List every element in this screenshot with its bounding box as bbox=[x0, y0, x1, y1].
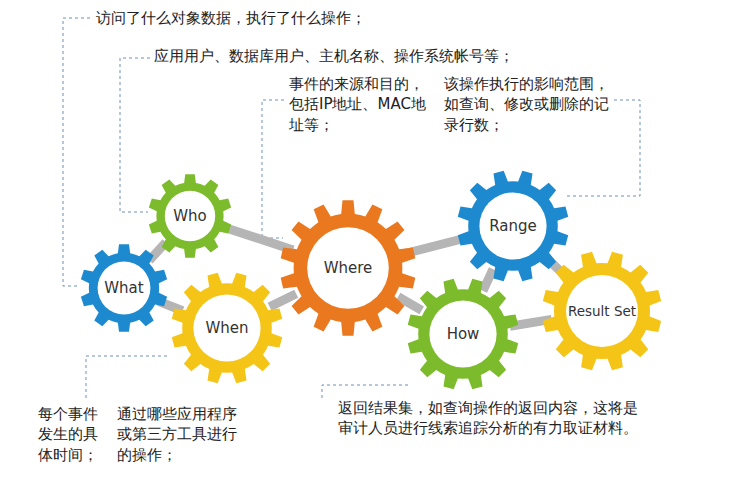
gear-node: Who bbox=[148, 174, 232, 258]
gear-label: Who bbox=[173, 207, 207, 225]
gear-link-bar bbox=[483, 269, 493, 291]
callout-text: 返回结果集，如查询操作的返回内容，这将是审计人员进行线索追踪分析的有力取证材料。 bbox=[338, 398, 640, 439]
leader-line bbox=[322, 385, 408, 398]
gear-link-bar bbox=[270, 294, 297, 307]
callout-text: 每个事件发生的具体时间； bbox=[38, 404, 104, 465]
callout-text: 应用用户、数据库用户、主机名称、操作系统帐号等； bbox=[154, 46, 594, 66]
leader-line bbox=[262, 100, 284, 238]
gear-label: How bbox=[447, 325, 480, 343]
gear-label: Range bbox=[489, 217, 537, 235]
gear-label: What bbox=[104, 279, 143, 297]
gear-node: Where bbox=[280, 200, 416, 336]
gear-label: When bbox=[205, 319, 248, 337]
gear-node: What bbox=[80, 244, 168, 332]
callout-text: 该操作执行的影响范围，如查询、修改或删除的记录行数； bbox=[444, 74, 610, 135]
gear-node: When bbox=[171, 272, 283, 384]
leader-line bbox=[565, 100, 640, 196]
gear-label: Result Set bbox=[568, 303, 636, 319]
gear-node: Result Set bbox=[542, 251, 662, 371]
gear-node: Range bbox=[457, 170, 569, 282]
gear-link-bar bbox=[224, 227, 293, 250]
leader-line bbox=[86, 356, 170, 398]
callout-text: 访问了什么对象数据，执行了什么操作； bbox=[96, 8, 516, 28]
callout-text: 通过哪些应用程序或第三方工具进行的操作； bbox=[117, 404, 243, 465]
gear-label: Where bbox=[324, 259, 373, 277]
callout-text: 事件的来源和目的，包括IP地址、MAC地址等； bbox=[289, 74, 431, 135]
leader-line bbox=[120, 58, 150, 212]
leader-line bbox=[63, 18, 90, 286]
gear-node: How bbox=[407, 278, 519, 390]
